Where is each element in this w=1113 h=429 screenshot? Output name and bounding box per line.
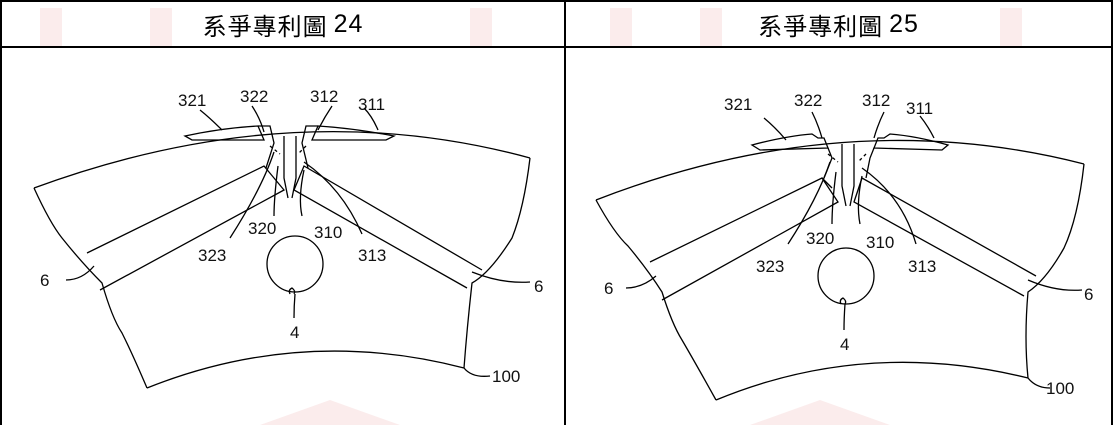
panel-header-right: 系爭專利圖 25 bbox=[566, 1, 1111, 47]
panel-header-left: 系爭專利圖 24 bbox=[2, 1, 564, 47]
label-310: 310 bbox=[314, 223, 342, 242]
right-break-edge bbox=[463, 157, 531, 369]
label-312: 312 bbox=[310, 87, 338, 106]
figure-panel-right: 321 322 312 311 320 310 323 313 6 6 4 10… bbox=[566, 48, 1111, 425]
label-322: 322 bbox=[240, 87, 268, 106]
header-figure-number: 24 bbox=[333, 9, 364, 38]
figure-panel-left: 321 322 312 311 320 310 323 313 6 6 4 10… bbox=[2, 48, 564, 425]
label-320: 320 bbox=[248, 219, 276, 238]
label-313: 313 bbox=[908, 257, 936, 276]
label-323: 323 bbox=[198, 246, 226, 265]
label-6-left: 6 bbox=[40, 271, 49, 290]
label-323: 323 bbox=[756, 257, 784, 276]
left-barrier bbox=[183, 125, 265, 141]
shaft-hole bbox=[817, 247, 875, 305]
label-311: 311 bbox=[906, 99, 933, 118]
label-312: 312 bbox=[862, 91, 890, 110]
label-322: 322 bbox=[794, 91, 822, 110]
header-figure-number: 25 bbox=[889, 9, 919, 38]
label-100: 100 bbox=[1046, 379, 1074, 398]
label-313: 313 bbox=[358, 246, 386, 265]
border-top bbox=[0, 0, 1113, 2]
label-320: 320 bbox=[806, 229, 834, 248]
inner-arc bbox=[146, 350, 465, 389]
header-title-text: 系爭專利圖 bbox=[202, 12, 328, 41]
patent-drawing-fig24: 321 322 312 311 320 310 323 313 6 6 4 10… bbox=[33, 87, 543, 389]
patent-drawing-fig25: 321 322 312 311 320 310 323 313 6 6 4 10… bbox=[595, 91, 1093, 401]
right-barrier bbox=[311, 125, 397, 141]
left-break-edge bbox=[595, 199, 717, 401]
left-break-edge bbox=[33, 187, 148, 389]
right-slot bbox=[293, 165, 483, 289]
header-title-text: 系爭專利圖 bbox=[758, 12, 884, 41]
label-310: 310 bbox=[866, 233, 894, 252]
label-311: 311 bbox=[358, 95, 385, 114]
right-barrier bbox=[873, 133, 950, 151]
label-4: 4 bbox=[290, 323, 299, 342]
shaft-hole bbox=[266, 235, 324, 293]
label-6-left: 6 bbox=[604, 279, 613, 298]
left-barrier bbox=[750, 133, 829, 151]
label-321: 321 bbox=[178, 91, 206, 110]
inner-arc bbox=[715, 361, 1029, 401]
label-4: 4 bbox=[840, 335, 849, 354]
label-100: 100 bbox=[492, 367, 520, 386]
right-break-edge bbox=[1025, 163, 1085, 379]
border-left bbox=[0, 0, 2, 425]
label-6-right: 6 bbox=[1084, 285, 1093, 304]
left-slot bbox=[86, 165, 286, 291]
outer-arc bbox=[33, 130, 531, 189]
right-slot bbox=[853, 177, 1037, 297]
label-6-right: 6 bbox=[534, 277, 543, 296]
left-slot bbox=[649, 177, 839, 301]
border-header-bottom bbox=[0, 46, 1113, 48]
outer-arc bbox=[595, 139, 1085, 201]
border-right bbox=[1111, 0, 1113, 425]
border-middle bbox=[564, 0, 566, 425]
label-321: 321 bbox=[724, 95, 752, 114]
